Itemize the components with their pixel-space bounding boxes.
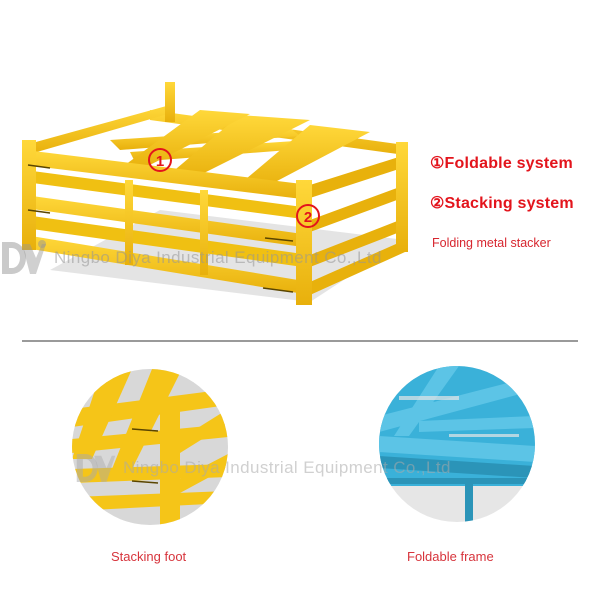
section-divider	[22, 340, 578, 342]
stacking-foot-detail-image	[72, 369, 228, 525]
product-name: Folding metal stacker	[432, 236, 551, 250]
svg-text:1: 1	[156, 153, 164, 170]
folding-stacker-image: 1 2	[22, 82, 408, 305]
foldable-frame-detail-image	[379, 366, 535, 522]
svg-text:2: 2	[304, 209, 312, 226]
callout-1: 1	[148, 148, 172, 172]
caption-stacking-foot: Stacking foot	[111, 549, 187, 564]
feature-stacking-system: ②Stacking system	[430, 195, 574, 212]
feature-foldable-system: ①Foldable system	[430, 155, 573, 172]
caption-foldable-frame: Foldable frame	[407, 549, 494, 564]
callout-2: 2	[296, 204, 320, 228]
